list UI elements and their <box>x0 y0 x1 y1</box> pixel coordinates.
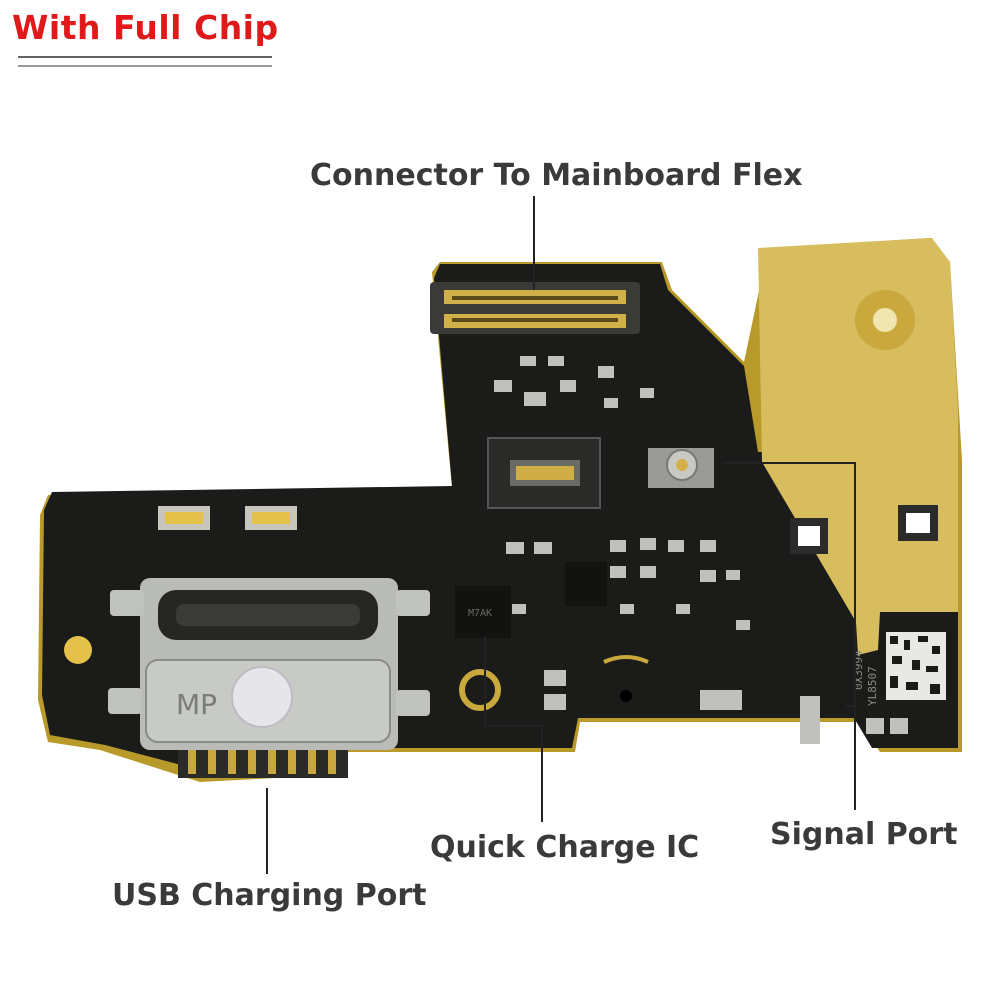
antenna-coax-connector-icon <box>648 448 714 488</box>
left-mount-pad <box>64 636 92 664</box>
ic-marking: M7AK <box>468 608 492 619</box>
secondary-ic <box>565 562 607 606</box>
microphone-hole <box>620 690 632 702</box>
quick-charge-ic: M7AK <box>455 586 511 638</box>
usb-type-c-port-icon: MP <box>108 578 430 778</box>
callout-leaders <box>266 196 856 874</box>
callout-quick-charge: Quick Charge IC <box>430 830 700 865</box>
side-code-1: YL8507 <box>866 666 879 706</box>
side-code-2: 0X3994 <box>852 650 865 690</box>
smd-components <box>494 356 908 744</box>
mount-ring <box>459 669 501 711</box>
usb-sticker <box>231 666 293 728</box>
gold-plate <box>758 238 958 655</box>
flex-connector <box>430 282 640 334</box>
callout-signal-port: Signal Port <box>770 817 958 852</box>
usb-plate-text: MP <box>176 688 217 721</box>
board-to-board-connector <box>487 437 601 509</box>
headline: With Full Chip <box>12 8 279 47</box>
callout-usb-port: USB Charging Port <box>112 878 427 913</box>
data-matrix-code <box>886 632 946 700</box>
callout-connector: Connector To Mainboard Flex <box>310 158 803 193</box>
